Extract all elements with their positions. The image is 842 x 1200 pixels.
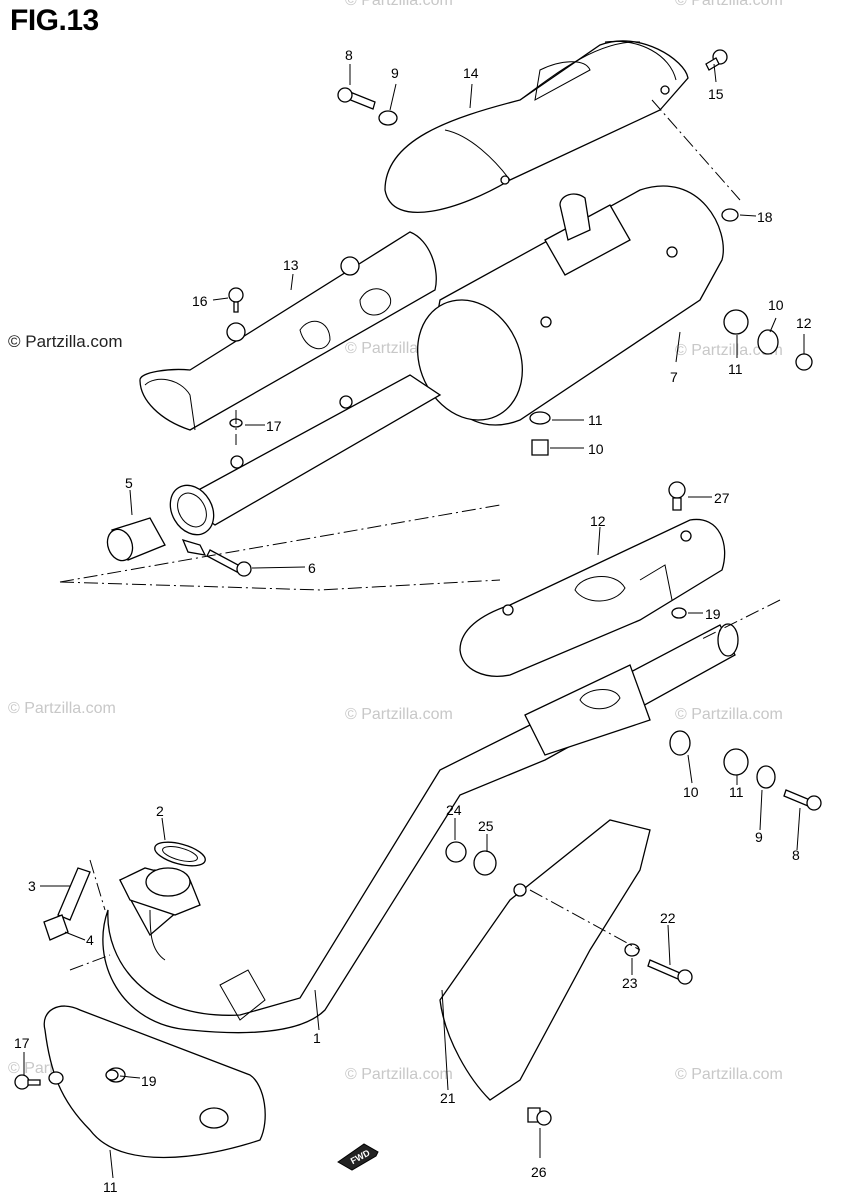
callout-24[interactable]: 24 <box>446 802 462 818</box>
callout-22[interactable]: 22 <box>660 910 676 926</box>
part-screw[interactable] <box>668 481 686 511</box>
part-muffler[interactable] <box>398 185 724 437</box>
watermark: © Partzilla.com <box>8 700 116 717</box>
callout-20[interactable]: 19 <box>141 1073 157 1089</box>
part-heat-shield-exhaust-pipe[interactable] <box>459 518 726 677</box>
part-cushion[interactable] <box>723 748 749 776</box>
part-bolt[interactable] <box>337 87 376 110</box>
part-bolt[interactable] <box>531 439 549 456</box>
callout-23[interactable]: 23 <box>622 975 638 991</box>
part-collar[interactable] <box>669 730 691 756</box>
callout-13[interactable]: 10 <box>588 441 604 457</box>
part-gasket[interactable] <box>103 517 166 564</box>
part-screw[interactable] <box>228 287 244 313</box>
part-collar[interactable] <box>445 841 467 863</box>
part-washer[interactable] <box>378 110 398 126</box>
callout-9[interactable]: 9 <box>755 829 763 845</box>
part-bolt[interactable] <box>783 789 822 811</box>
part-cushion[interactable] <box>723 309 749 335</box>
watermark: © Partzilla.com <box>675 342 783 359</box>
part-bolt[interactable] <box>527 1107 552 1126</box>
part-stud-bolt[interactable] <box>57 867 91 921</box>
callout-8[interactable]: 8 <box>792 847 800 863</box>
part-screw[interactable] <box>705 49 728 71</box>
callout-20[interactable]: 19 <box>705 606 721 622</box>
part-washer[interactable] <box>48 1071 64 1085</box>
callout-4[interactable]: 4 <box>86 932 94 948</box>
figure-title: FIG.13 <box>10 4 99 37</box>
callout-18[interactable]: 14 <box>463 65 479 81</box>
callout-16[interactable]: 12 <box>590 513 606 529</box>
part-connecting-pipe[interactable] <box>162 374 442 556</box>
assembly-lines <box>59 99 781 971</box>
callout-25[interactable]: 25 <box>478 818 494 834</box>
part-washer[interactable] <box>105 1069 119 1081</box>
callout-10[interactable]: 10 <box>768 297 784 313</box>
part-washer[interactable] <box>721 208 739 222</box>
part-exhaust-gasket[interactable] <box>152 838 207 871</box>
part-bolt[interactable] <box>647 959 693 985</box>
part-nut[interactable] <box>43 914 69 941</box>
callout-19[interactable]: 17 <box>14 1035 30 1051</box>
callout-10[interactable]: 10 <box>683 784 699 800</box>
watermark: © Partzilla.com <box>675 706 783 723</box>
part-washer[interactable] <box>529 411 551 425</box>
callout-3[interactable]: 3 <box>28 878 36 894</box>
fwd-arrow-icon: FWD <box>336 1140 380 1177</box>
part-nut[interactable] <box>795 353 813 371</box>
part-collar[interactable] <box>757 329 779 355</box>
watermark: © Partzilla.com <box>675 0 783 9</box>
part-cushion[interactable] <box>473 850 497 876</box>
part-washer[interactable] <box>671 607 687 619</box>
callout-19[interactable]: 16 <box>192 293 208 309</box>
part-screw[interactable] <box>14 1074 41 1090</box>
part-bolt[interactable] <box>206 549 252 577</box>
watermark: © Partzilla.com <box>345 1066 453 1083</box>
callout-8[interactable]: 8 <box>345 47 353 63</box>
leader-lines <box>23 63 805 1179</box>
callout-9[interactable]: 9 <box>391 65 399 81</box>
part-heat-shield-muffler[interactable] <box>384 40 689 213</box>
part-muffler-protector[interactable] <box>439 819 651 1101</box>
callout-19[interactable]: 15 <box>708 86 724 102</box>
callout-17[interactable]: 13 <box>283 257 299 273</box>
watermark: © Partzilla.com <box>675 1066 783 1083</box>
callout-11[interactable]: 11 <box>729 784 744 800</box>
callout-6[interactable]: 6 <box>308 560 316 576</box>
callout-15[interactable]: 11 <box>103 1179 118 1195</box>
watermark-main: © Partzilla.com <box>8 332 123 351</box>
callout-14[interactable]: 11 <box>588 412 603 428</box>
callout-26[interactable]: 26 <box>531 1164 547 1180</box>
callout-7[interactable]: 7 <box>670 369 678 385</box>
callout-12[interactable]: 12 <box>796 315 812 331</box>
callout-20[interactable]: 17 <box>266 418 282 434</box>
callout-27[interactable]: 27 <box>714 490 730 506</box>
callout-21[interactable]: 21 <box>440 1090 456 1106</box>
watermark: © Partzilla.com <box>345 706 453 723</box>
part-washer[interactable] <box>756 765 776 789</box>
part-exhaust-flange[interactable] <box>119 867 201 916</box>
watermark: © Partzilla.com <box>345 0 453 9</box>
part-washer[interactable] <box>624 943 640 957</box>
callout-20[interactable]: 18 <box>757 209 773 225</box>
callout-11[interactable]: 11 <box>728 361 743 377</box>
callout-5[interactable]: 5 <box>125 475 133 491</box>
callout-2[interactable]: 2 <box>156 803 164 819</box>
callout-1[interactable]: 1 <box>313 1030 321 1046</box>
part-heat-shield-pipe[interactable] <box>139 231 437 431</box>
